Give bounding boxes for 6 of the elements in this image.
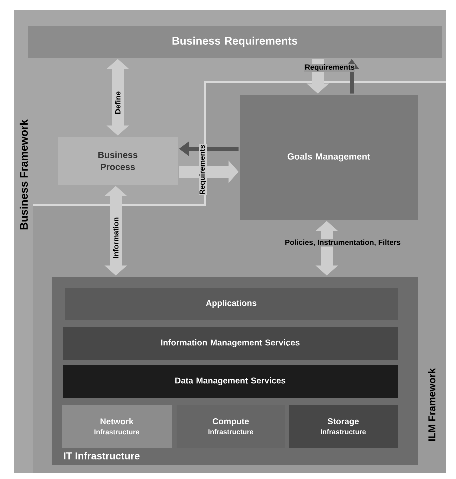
layer-bar: Data Management Services [63,365,398,398]
layer-bar: Applications [65,288,398,320]
requirements-band: Business Requirements [28,26,442,58]
goals-box: Goals Management [240,95,418,220]
layer-bar: Information Management Services [63,327,398,360]
process-box: Business Process [58,137,178,185]
